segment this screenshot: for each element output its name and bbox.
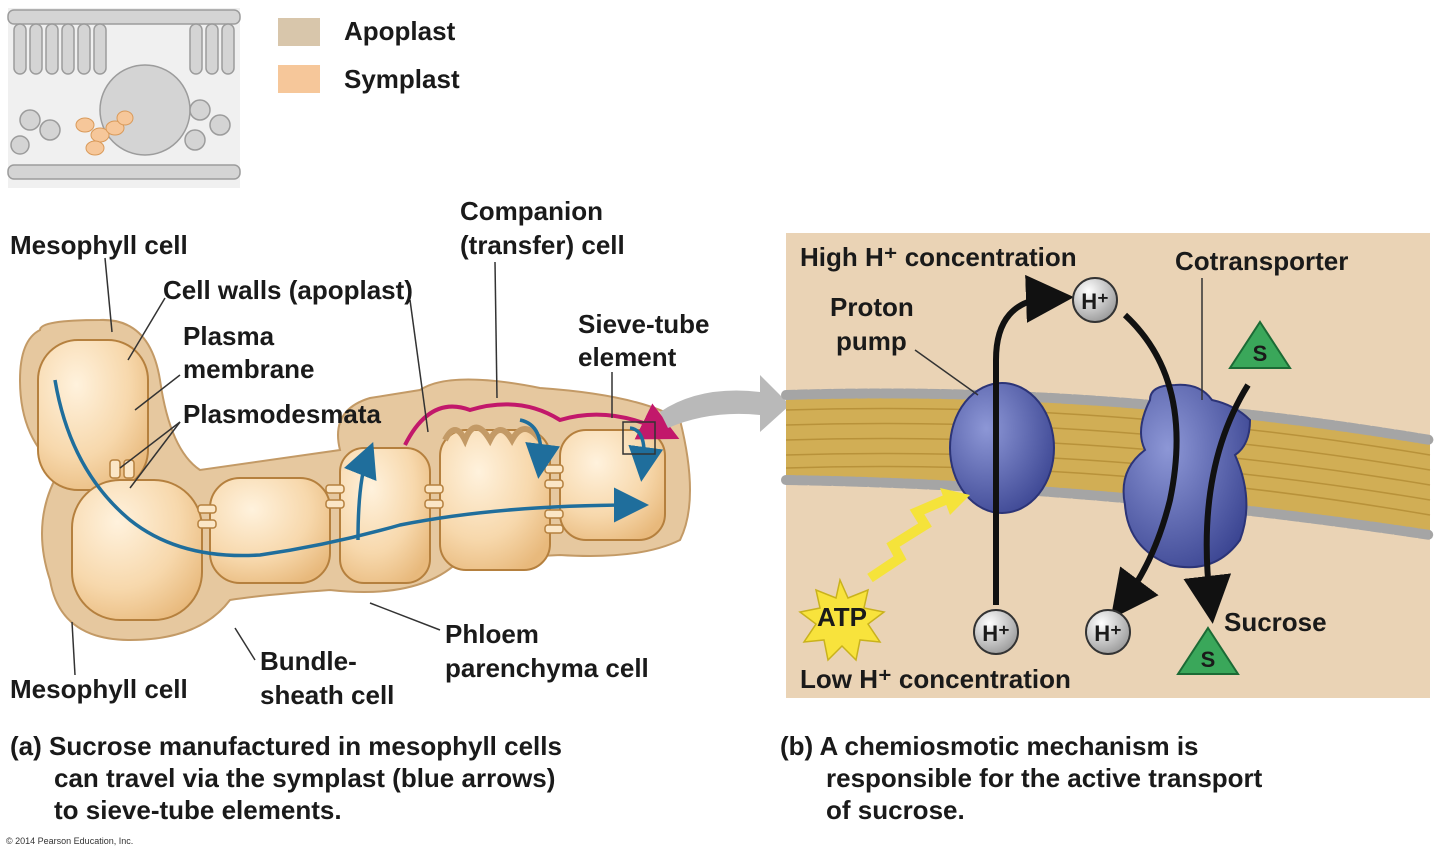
svg-text:H⁺: H⁺: [982, 621, 1010, 646]
caption-a-line2: can travel via the symplast (blue arrows…: [54, 763, 555, 793]
caption-b-line3: of sucrose.: [826, 795, 965, 825]
legend-apoplast-label: Apoplast: [344, 16, 456, 46]
caption-b-line2: responsible for the active transport: [826, 763, 1263, 793]
copyright: © 2014 Pearson Education, Inc.: [6, 836, 133, 846]
label-phloem-1: Phloem: [445, 619, 539, 649]
leaf-cross-section-thumbnail: [7, 8, 241, 188]
symplast-pathway-arrow: [53, 379, 649, 558]
label-sieve-tube-1: Sieve-tube: [578, 309, 710, 339]
caption-a: (a) Sucrose manufactured in mesophyll ce…: [10, 731, 562, 825]
label-companion-1: Companion: [460, 196, 603, 226]
symplast-branch-arrow-3: [628, 426, 664, 482]
label-proton-2: pump: [836, 326, 907, 356]
panel-a-leader-lines: [71, 257, 613, 676]
sucrose-transport-arrow: [1183, 383, 1251, 624]
label-cell-walls: Cell walls (apoplast): [163, 275, 413, 305]
caption-b: (b) A chemiosmotic mechanism is responsi…: [780, 731, 1263, 825]
apoplast-pathway-arrow: [403, 402, 680, 446]
label-mesophyll-cell-bottom: Mesophyll cell: [10, 674, 188, 704]
svg-text:H⁺: H⁺: [1081, 289, 1109, 314]
label-high-concentration: High H⁺ concentration: [800, 242, 1077, 272]
label-companion-2: (transfer) cell: [460, 230, 625, 260]
label-plasma-membrane-1: Plasma: [183, 321, 275, 351]
wall-ingrowths: [442, 424, 543, 448]
label-sieve-tube-2: element: [578, 342, 677, 372]
proton-return-arrow: [1110, 312, 1180, 620]
membrane-heads-bottom: [781, 475, 1435, 540]
zoom-connector-arrow: [660, 375, 790, 432]
h-ion-bottom-left: H⁺: [973, 609, 1019, 655]
membrane-heads-top: [781, 388, 1435, 445]
legend-symplast-swatch: [278, 65, 320, 93]
label-phloem-2: parenchyma cell: [445, 653, 649, 683]
energy-arrow-head: [940, 488, 970, 515]
sucrose-triangle-bottom: S: [1176, 626, 1240, 675]
label-plasma-membrane-2: membrane: [183, 354, 315, 384]
label-proton-1: Proton: [830, 292, 914, 322]
panel-b-leader-lines: [914, 278, 1203, 400]
svg-text:S: S: [1253, 341, 1268, 366]
zoom-box: [622, 421, 656, 455]
h-ion-bottom-right: H⁺: [1085, 609, 1131, 655]
svg-text:H⁺: H⁺: [1094, 621, 1122, 646]
mesophyll-cell-bottom: [71, 479, 203, 621]
label-bundle-sheath-1: Bundle-: [260, 646, 357, 676]
label-sucrose: Sucrose: [1224, 607, 1327, 637]
companion-cell: [439, 429, 551, 571]
label-cotransporter: Cotransporter: [1175, 246, 1348, 276]
energy-zigzag: [867, 495, 947, 583]
sieve-tube-element-cell: [559, 429, 666, 541]
bundle-sheath-cell: [209, 477, 331, 584]
h-ion-top: H⁺: [1072, 277, 1118, 323]
legend-symplast-label: Symplast: [344, 64, 460, 94]
panel-a-labels: Mesophyll cell Cell walls (apoplast) Pla…: [10, 196, 710, 710]
label-low-concentration: Low H⁺ concentration: [800, 664, 1071, 694]
plasmodesmata-channels: [109, 459, 564, 534]
sucrose-triangle-top: S: [1228, 320, 1292, 369]
phloem-parenchyma-cell: [339, 447, 431, 584]
svg-text:S: S: [1201, 647, 1216, 672]
proton-pump: [949, 382, 1055, 514]
panel-b: ATP H⁺ H⁺ H⁺ S S High H⁺ concentr: [781, 233, 1435, 698]
label-bundle-sheath-2: sheath cell: [260, 680, 394, 710]
label-mesophyll-cell-top: Mesophyll cell: [10, 230, 188, 260]
symplast-branch-arrow-2: [519, 418, 560, 479]
atp-starburst: [798, 577, 886, 662]
membrane-bilayer: [786, 393, 1430, 535]
membrane-stripes: [785, 407, 1431, 516]
proton-pump-arrow: [993, 274, 1074, 605]
caption-b-line1: (b) A chemiosmotic mechanism is: [780, 731, 1199, 761]
caption-a-line3: to sieve-tube elements.: [54, 795, 342, 825]
atp-label: ATP: [817, 602, 867, 632]
caption-a-line1: (a) Sucrose manufactured in mesophyll ce…: [10, 731, 562, 761]
legend-apoplast-swatch: [278, 18, 320, 46]
panel-a-cells: [18, 318, 691, 642]
symplast-branch-arrow-1: [343, 441, 377, 541]
label-plasmodesmata: Plasmodesmata: [183, 399, 382, 429]
legend: Apoplast Symplast: [278, 16, 460, 94]
